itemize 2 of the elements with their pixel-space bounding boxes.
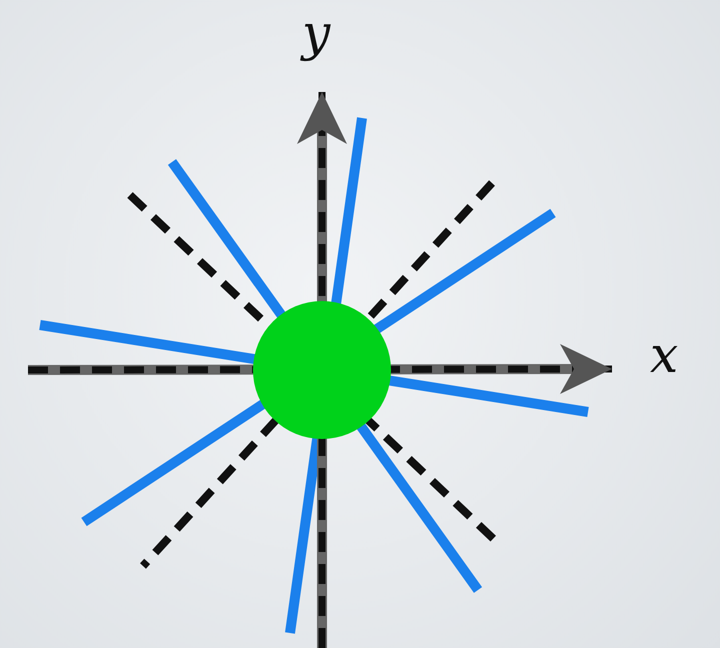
axis-label: x: [650, 330, 678, 380]
circle: [253, 301, 391, 439]
